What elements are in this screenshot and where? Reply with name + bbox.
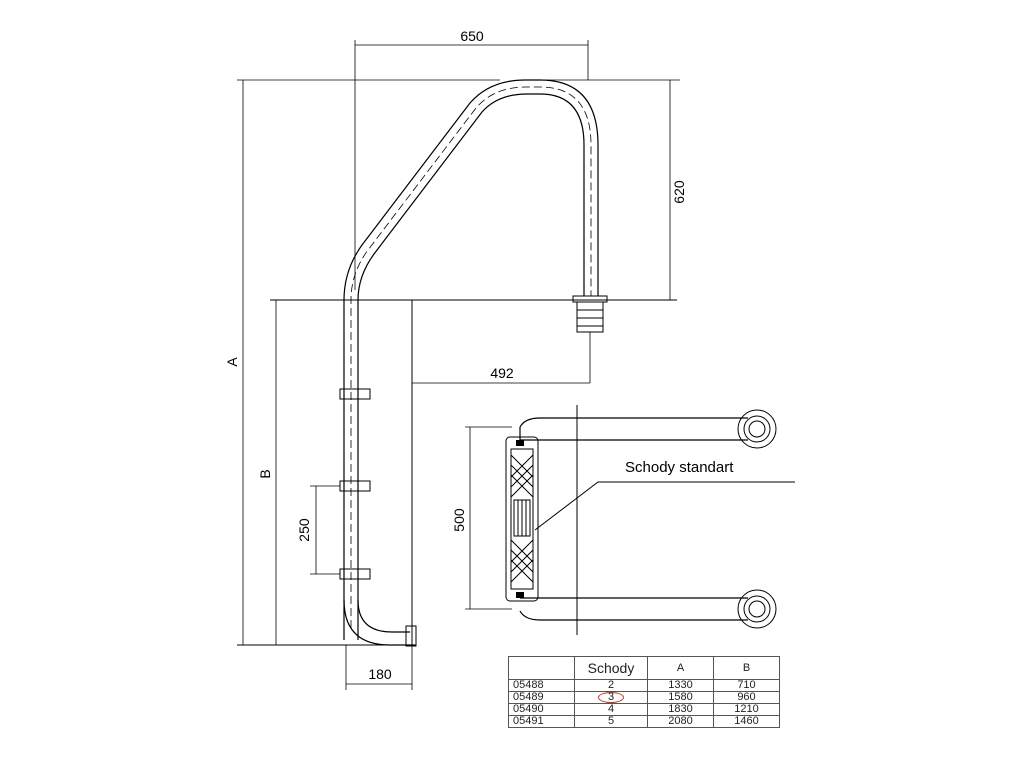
row-steps: 2 bbox=[574, 679, 648, 692]
row-code: 05491 bbox=[508, 715, 575, 728]
table-header-row: Schody A B bbox=[508, 656, 780, 680]
row-code: 05489 bbox=[508, 691, 575, 704]
header-a: A bbox=[647, 656, 714, 680]
step-top-view bbox=[465, 405, 795, 635]
dim-250-label: 250 bbox=[296, 518, 312, 542]
dim-a-label: A bbox=[224, 357, 240, 367]
row-a: 1330 bbox=[647, 679, 714, 692]
row-a: 1830 bbox=[647, 703, 714, 716]
row-a: 1580 bbox=[647, 691, 714, 704]
row-code: 05488 bbox=[508, 679, 575, 692]
dim-b-label: B bbox=[257, 469, 273, 478]
row-b: 960 bbox=[713, 691, 780, 704]
row-steps: 5 bbox=[574, 715, 648, 728]
table-row: 05490 4 1830 1210 bbox=[508, 703, 780, 716]
dim-650-label: 650 bbox=[460, 28, 484, 44]
dim-500-label: 500 bbox=[451, 508, 467, 532]
spec-table: Schody A B 05488 2 1330 710 05489 3 1580… bbox=[508, 656, 780, 728]
header-steps: Schody bbox=[574, 656, 648, 680]
dim-620-label: 620 bbox=[671, 180, 687, 204]
ladder-side-view bbox=[237, 79, 677, 647]
table-row: 05491 5 2080 1460 bbox=[508, 715, 780, 728]
row-b: 1210 bbox=[713, 703, 780, 716]
row-b: 710 bbox=[713, 679, 780, 692]
row-steps: 3 bbox=[574, 691, 648, 704]
dim-180-label: 180 bbox=[368, 666, 392, 682]
table-row: 05489 3 1580 960 bbox=[508, 691, 780, 704]
header-b: B bbox=[713, 656, 780, 680]
dim-492-label: 492 bbox=[490, 365, 514, 381]
row-steps: 4 bbox=[574, 703, 648, 716]
anchor-socket bbox=[572, 295, 608, 333]
table-row: 05488 2 1330 710 bbox=[508, 679, 780, 692]
highlight-circle: 3 bbox=[597, 692, 625, 703]
row-code: 05490 bbox=[508, 703, 575, 716]
row-b: 1460 bbox=[713, 715, 780, 728]
header-code bbox=[508, 656, 575, 680]
callout-label: Schody standart bbox=[625, 459, 734, 476]
dimension-lines bbox=[237, 40, 680, 690]
row-a: 2080 bbox=[647, 715, 714, 728]
